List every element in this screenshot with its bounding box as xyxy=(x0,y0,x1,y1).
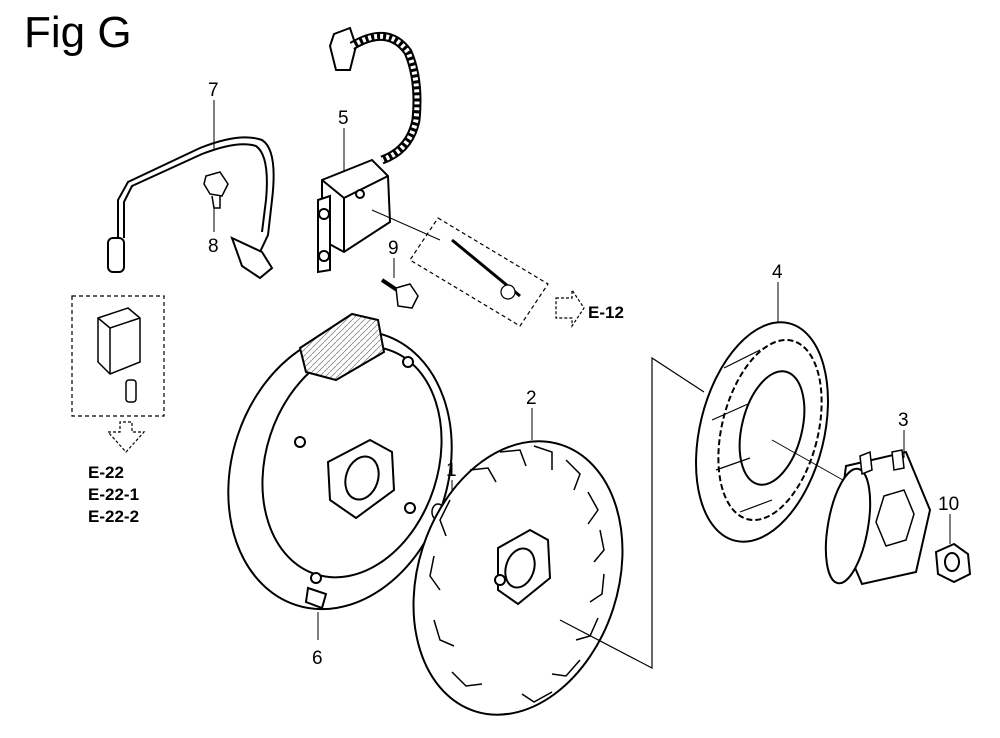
flange-nut-part-10 xyxy=(934,514,972,584)
ignition-lead-part-7 xyxy=(107,100,275,280)
callout-1: 1 xyxy=(446,460,457,481)
reference-box-e12 xyxy=(371,209,585,328)
starter-cup-part-3 xyxy=(824,430,932,586)
callout-3: 3 xyxy=(898,410,909,431)
callout-4: 4 xyxy=(772,262,783,283)
flywheel-part-6 xyxy=(227,312,453,640)
callout-2: 2 xyxy=(526,388,537,409)
callout-5: 5 xyxy=(338,108,349,129)
assembly-connector-line xyxy=(559,356,705,669)
reference-e22-2[interactable]: E-22-2 xyxy=(88,507,139,526)
reference-e22[interactable]: E-22 xyxy=(88,463,124,482)
wire-clip-part-8 xyxy=(203,171,229,232)
figure-title: Fig G xyxy=(24,8,132,57)
callout-9: 9 xyxy=(388,238,399,259)
reference-e22-1[interactable]: E-22-1 xyxy=(88,485,139,504)
ignition-coil-part-5 xyxy=(317,26,422,274)
callout-10: 10 xyxy=(938,494,959,515)
cooling-fan-part-2 xyxy=(412,408,624,716)
reference-e12[interactable]: E-12 xyxy=(588,303,624,322)
callout-8: 8 xyxy=(208,236,219,257)
callout-6: 6 xyxy=(312,648,323,669)
callout-7: 7 xyxy=(208,80,219,101)
starter-pulley-part-4 xyxy=(695,282,851,543)
bolt-part-9 xyxy=(380,258,419,309)
reference-box-e22 xyxy=(71,295,165,453)
